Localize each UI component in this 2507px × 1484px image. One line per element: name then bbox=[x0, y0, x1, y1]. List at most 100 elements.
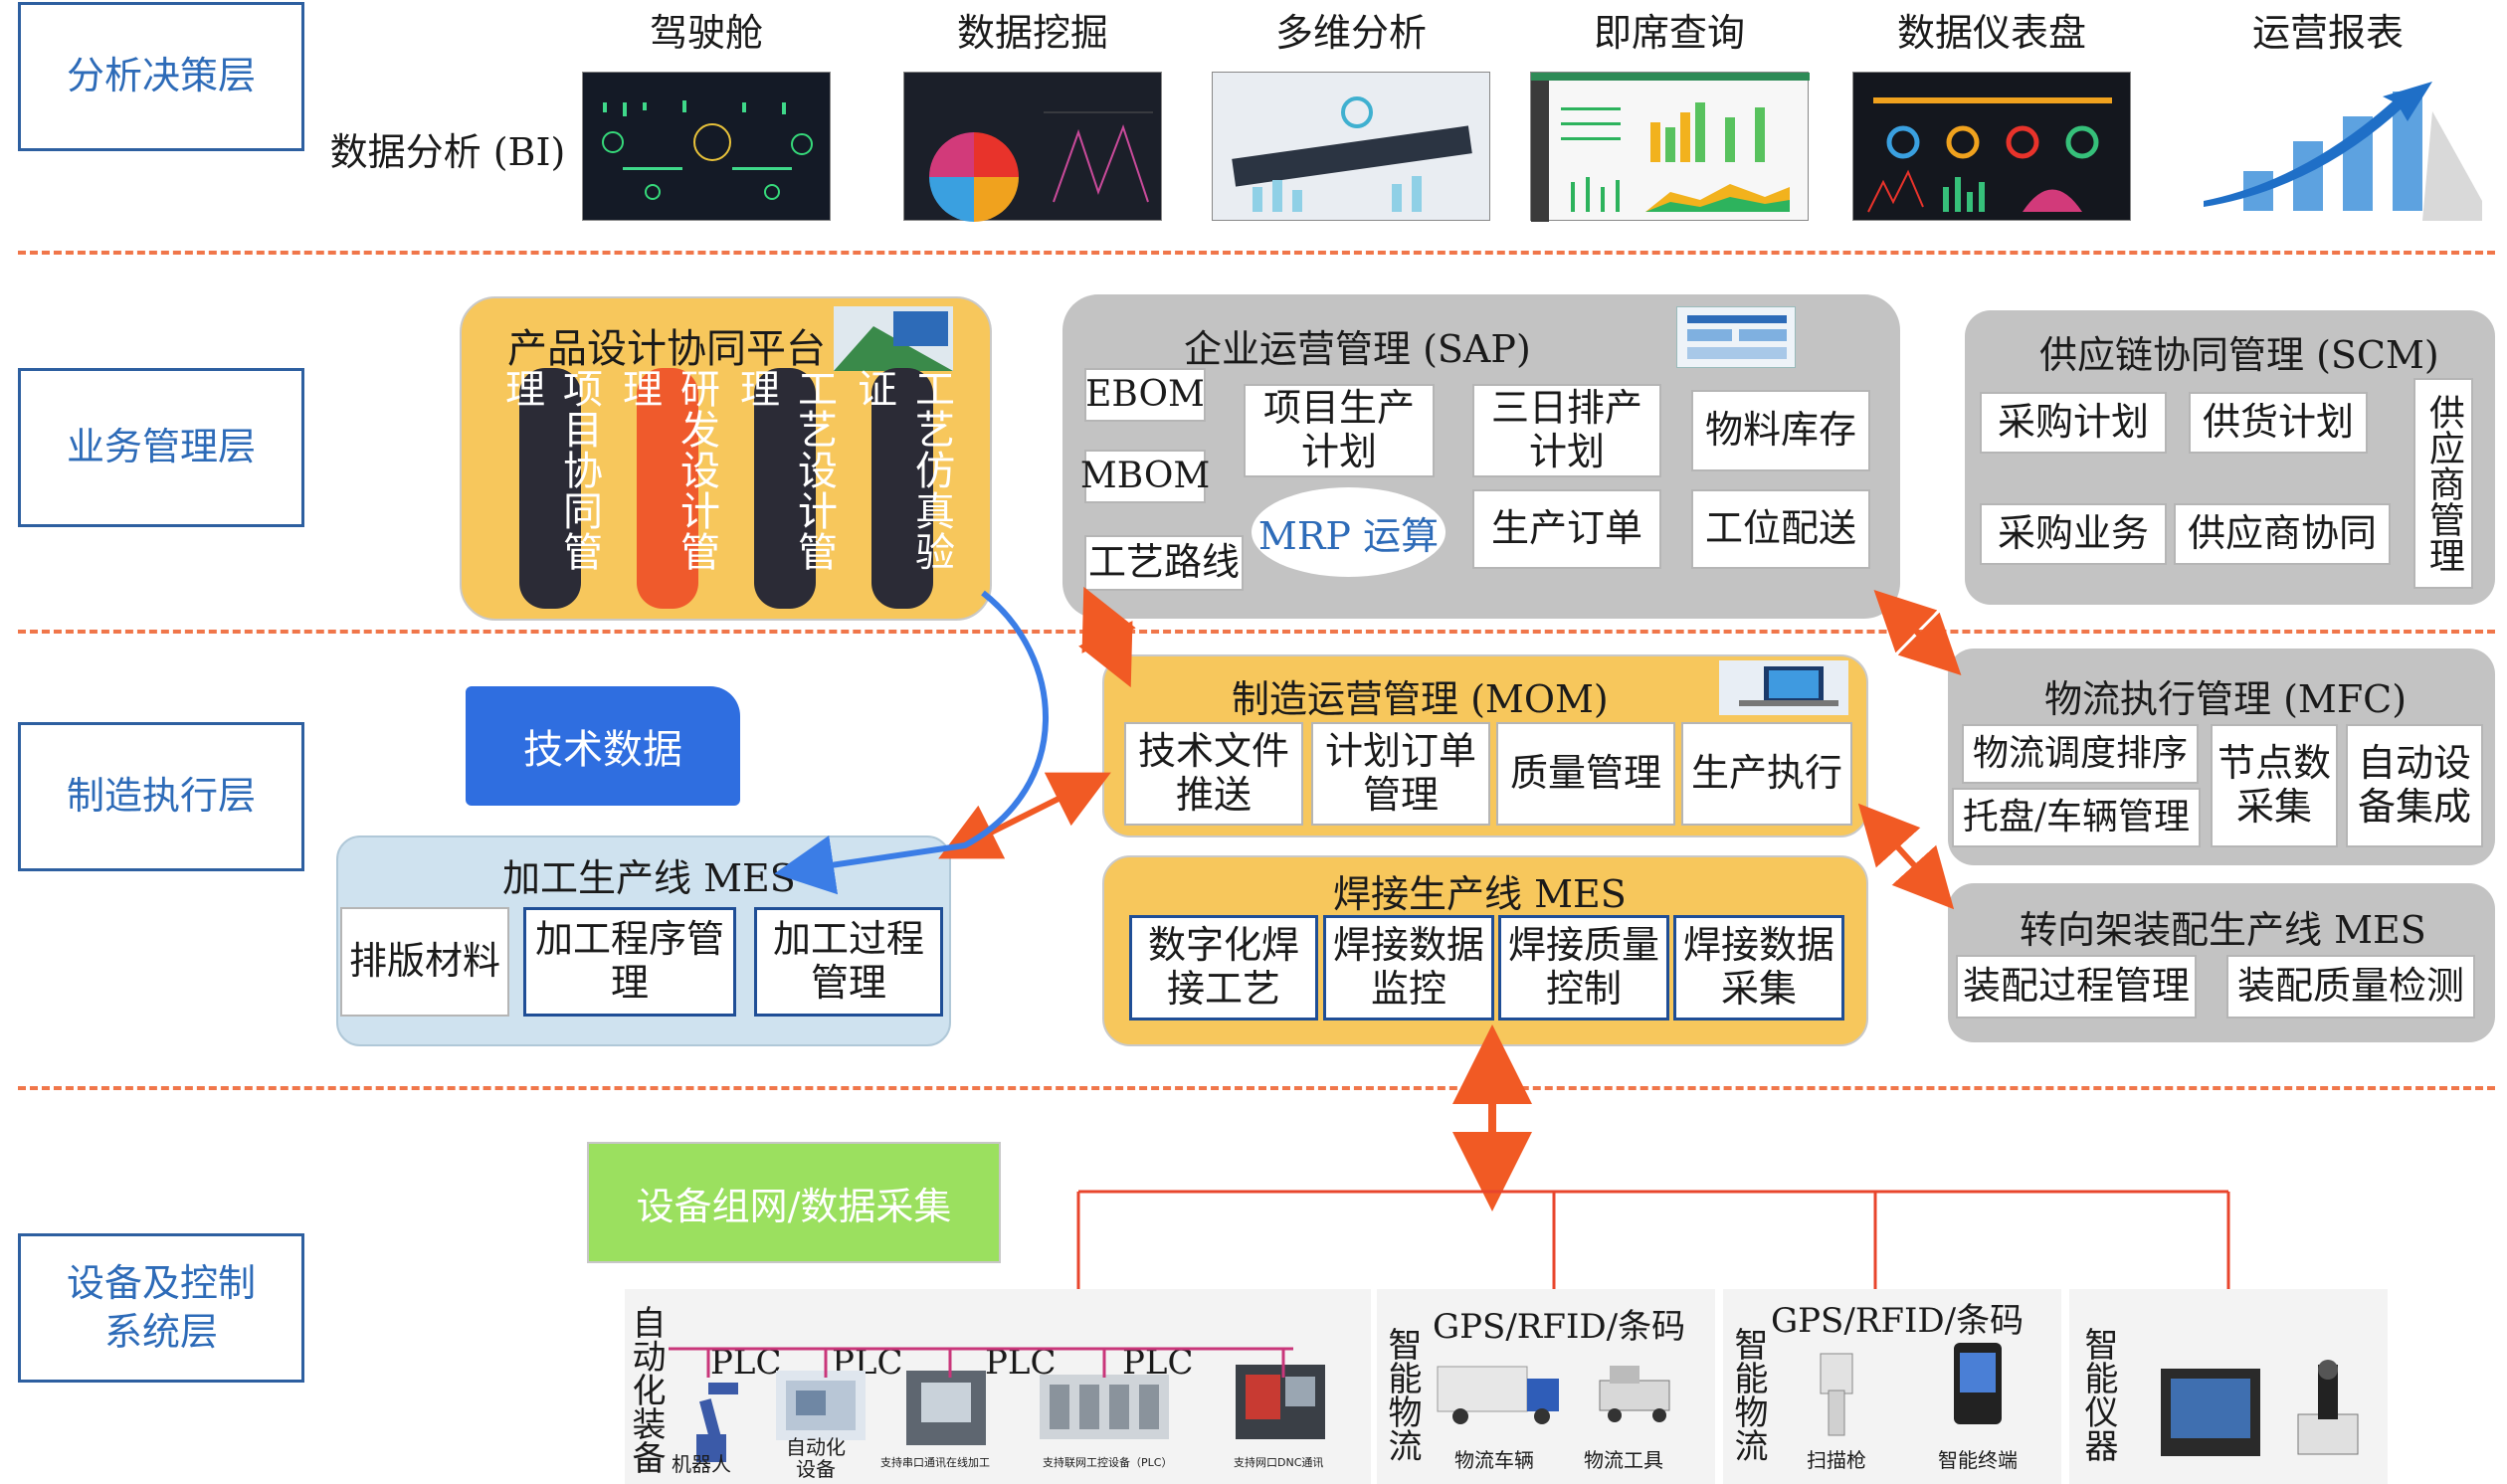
plc-device-caption: 支持联网工控设备（PLC） bbox=[1043, 1456, 1173, 1469]
robot-caption: 机器人 bbox=[672, 1452, 731, 1476]
bi-title-dashboard: 数据仪表盘 bbox=[1896, 11, 2086, 55]
layer-label-business: 业务管理层 bbox=[18, 368, 304, 527]
logistics-tool-image bbox=[1580, 1351, 1689, 1430]
dnc-device-caption: 支持网口DNC通讯 bbox=[1234, 1456, 1324, 1469]
mom-tech-file: 技术文件推送 bbox=[1124, 722, 1303, 826]
auto-device-image bbox=[776, 1371, 866, 1440]
divider-1 bbox=[18, 251, 2495, 255]
logistics-truck-caption: 物流车辆 bbox=[1454, 1448, 1534, 1472]
pdm-col-project: 项目协同管理 bbox=[498, 368, 602, 609]
bogie-process: 装配过程管理 bbox=[1956, 955, 2197, 1019]
mfc-dispatch: 物流调度排序 bbox=[1962, 724, 2199, 784]
dnc-device-image bbox=[1226, 1355, 1335, 1444]
scm-purchase-business: 采购业务 bbox=[1980, 503, 2167, 565]
sap-mbom: MBOM bbox=[1080, 450, 1210, 503]
equipment-bus bbox=[1076, 1190, 2230, 1289]
sap-production-order: 生产订单 bbox=[1472, 489, 1661, 569]
bi-title-adhoc: 即席查询 bbox=[1593, 11, 1745, 55]
auto-device-caption: 自动化设备 bbox=[786, 1435, 846, 1481]
mom-plan-order: 计划订单管理 bbox=[1311, 722, 1490, 826]
logistics-tool-caption: 物流工具 bbox=[1584, 1448, 1663, 1472]
logistics-group-2 bbox=[1723, 1289, 2061, 1484]
sap-thumbnail-image bbox=[1676, 306, 1796, 368]
instrument-label: 智能仪器 bbox=[2078, 1327, 2118, 1462]
scm-title: 供应链协同管理 (SCM) bbox=[2039, 333, 2439, 377]
serial-cnc-caption: 支持串口通讯在线加工 bbox=[880, 1456, 990, 1469]
welding-quality-control: 焊接质量控制 bbox=[1498, 915, 1669, 1020]
sap-project-plan: 项目生产计划 bbox=[1244, 384, 1435, 477]
adhoc-query-image bbox=[1530, 72, 1810, 222]
bogie-title: 转向架装配生产线 MES bbox=[2020, 908, 2426, 952]
tech-data-box: 技术数据 bbox=[466, 686, 740, 806]
bi-title-report: 运营报表 bbox=[2251, 11, 2404, 55]
gps-label-2: GPS/RFID/条码 bbox=[1771, 1301, 2025, 1341]
logistics-label-1: 智能物流 bbox=[1382, 1327, 1422, 1462]
operations-report-image bbox=[2184, 62, 2482, 223]
layer-label-equipment: 设备及控制系统层 bbox=[18, 1233, 304, 1383]
machining-process: 加工过程管理 bbox=[754, 907, 943, 1017]
mom-quality: 质量管理 bbox=[1496, 722, 1675, 826]
pdm-col-process-design: 工艺设计管理 bbox=[733, 368, 837, 609]
layer-label-analysis: 分析决策层 bbox=[18, 2, 304, 151]
divider-2 bbox=[18, 630, 2495, 634]
network-box: 设备组网/数据采集 bbox=[587, 1142, 1001, 1263]
robot-image bbox=[676, 1375, 746, 1464]
scm-supplier-collab: 供应商协同 bbox=[2174, 503, 2391, 565]
bi-title-cockpit: 驾驶舱 bbox=[649, 11, 763, 55]
scm-supplier-mgmt: 供应商管理 bbox=[2413, 378, 2473, 589]
arrow-sap-mom bbox=[1078, 586, 1136, 688]
plc-device-image bbox=[1035, 1365, 1174, 1444]
mom-thumbnail-image bbox=[1719, 660, 1848, 715]
mfc-pallet: 托盘/车辆管理 bbox=[1952, 788, 2201, 847]
arrow-pdm-machining bbox=[774, 590, 1049, 895]
arrow-mom-bogie bbox=[1857, 803, 1955, 910]
mom-title: 制造运营管理 (MOM) bbox=[1232, 677, 1609, 721]
scm-purchase-plan: 采购计划 bbox=[1980, 392, 2167, 454]
layer-label-execution: 制造执行层 bbox=[18, 722, 304, 871]
smart-terminal-caption: 智能终端 bbox=[1938, 1448, 2018, 1472]
gps-label-1: GPS/RFID/条码 bbox=[1433, 1307, 1686, 1347]
mfc-device-integration: 自动设备集成 bbox=[2346, 724, 2483, 847]
mfc-title: 物流执行管理 (MFC) bbox=[2044, 677, 2408, 721]
welding-digital-process: 数字化焊接工艺 bbox=[1129, 915, 1318, 1020]
sap-inventory: 物料库存 bbox=[1691, 390, 1870, 471]
sap-routing: 工艺路线 bbox=[1084, 535, 1244, 591]
pdm-thumbnail-image bbox=[834, 306, 953, 371]
multidim-image bbox=[1212, 72, 1490, 221]
automation-label: 自动化装备 bbox=[626, 1305, 666, 1474]
sap-ebom: EBOM bbox=[1084, 368, 1206, 422]
arrow-mom-machining bbox=[938, 772, 1111, 859]
divider-3 bbox=[18, 1086, 2495, 1090]
smart-terminal-image bbox=[1948, 1339, 2008, 1428]
bi-label: 数据分析 (BI) bbox=[329, 130, 566, 174]
sap-mrp: MRP 运算 bbox=[1252, 487, 1446, 577]
scanner-image bbox=[1801, 1349, 1870, 1438]
bi-title-mining: 数据挖掘 bbox=[956, 11, 1108, 55]
mfc-node-collect: 节点数采集 bbox=[2211, 724, 2338, 847]
data-mining-image bbox=[903, 72, 1162, 222]
machining-nesting: 排版材料 bbox=[340, 907, 509, 1017]
instrument-meter-image bbox=[2157, 1365, 2264, 1460]
sap-title: 企业运营管理 (SAP) bbox=[1184, 327, 1531, 371]
scanner-caption: 扫描枪 bbox=[1807, 1448, 1866, 1472]
pdm-col-simulation: 工艺仿真验证 bbox=[851, 368, 954, 609]
bi-title-multidim: 多维分析 bbox=[1274, 11, 1427, 55]
welding-data-monitor: 焊接数据监控 bbox=[1323, 915, 1494, 1020]
serial-cnc-image bbox=[891, 1361, 1001, 1450]
sap-three-day-schedule: 三日排产计划 bbox=[1472, 384, 1661, 477]
pdm-col-rd: 研发设计管理 bbox=[616, 368, 719, 609]
logistics-label-2: 智能物流 bbox=[1728, 1327, 1768, 1462]
sap-station-delivery: 工位配送 bbox=[1691, 489, 1870, 569]
bogie-quality: 装配质量检测 bbox=[2226, 955, 2475, 1019]
machining-title: 加工生产线 MES bbox=[502, 856, 796, 900]
mom-production-exec: 生产执行 bbox=[1681, 722, 1852, 826]
instrument-device-image bbox=[2278, 1355, 2378, 1464]
dashboard-image bbox=[1852, 72, 2131, 221]
welding-title: 焊接生产线 MES bbox=[1333, 872, 1627, 916]
scm-supply-plan: 供货计划 bbox=[2189, 392, 2368, 454]
welding-data-collect: 焊接数据采集 bbox=[1673, 915, 1844, 1020]
pdm-title: 产品设计协同平台 bbox=[507, 326, 826, 372]
cockpit-image bbox=[582, 72, 831, 221]
logistics-truck-image bbox=[1433, 1357, 1567, 1428]
machining-program: 加工程序管理 bbox=[523, 907, 736, 1017]
